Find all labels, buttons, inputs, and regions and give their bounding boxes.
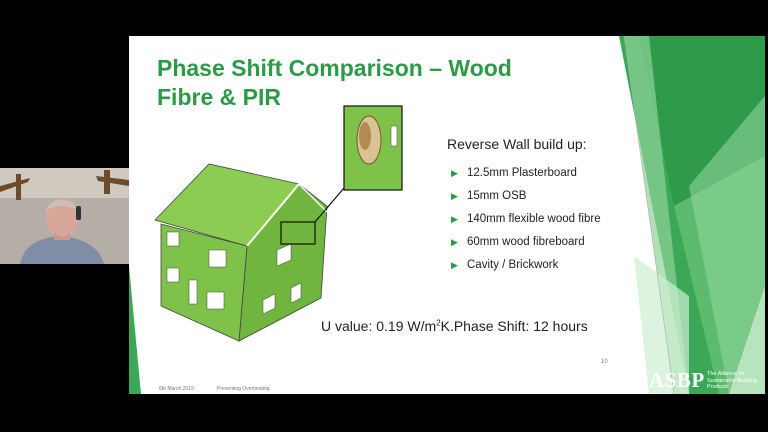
bullet-arrow-icon: ▶ <box>451 214 458 224</box>
footer-title: Preventing Overheating <box>217 386 270 392</box>
footer-date: 6th March 2019 <box>159 386 194 392</box>
list-item: ▶Cavity / Brickwork <box>451 259 559 271</box>
presentation-slide: Phase Shift Comparison – Wood Fibre & PI… <box>129 36 765 394</box>
page-number: 10 <box>601 359 608 365</box>
logo-subtitle: The Alliance for Sustainable Building Pr… <box>707 371 757 390</box>
list-item: ▶140mm flexible wood fibre <box>451 213 601 225</box>
layer-list: ▶12.5mm Plasterboard ▶15mm OSB ▶140mm fl… <box>451 166 621 281</box>
list-item: ▶15mm OSB <box>451 190 527 202</box>
participant-video[interactable] <box>0 168 129 264</box>
u-value-line: U value: 0.19 W/m2K.Phase Shift: 12 hour… <box>321 318 588 334</box>
logo-text: ASBP <box>649 368 705 392</box>
asbp-logo: ASBP The Alliance for Sustainable Buildi… <box>649 368 765 394</box>
phase-shift: Phase Shift: 12 hours <box>453 318 588 334</box>
build-up-heading: Reverse Wall build up: <box>447 136 587 152</box>
bullet-arrow-icon: ▶ <box>451 237 458 247</box>
house-illustration <box>154 105 403 342</box>
bullet-arrow-icon: ▶ <box>451 191 458 201</box>
bullet-arrow-icon: ▶ <box>451 168 458 178</box>
slide-background-decor <box>129 36 765 394</box>
list-item: ▶12.5mm Plasterboard <box>451 167 577 179</box>
slide-title: Phase Shift Comparison – Wood Fibre & PI… <box>157 55 512 110</box>
list-item: ▶60mm wood fibreboard <box>451 236 585 248</box>
person-webcam <box>0 168 129 264</box>
bullet-arrow-icon: ▶ <box>451 260 458 270</box>
